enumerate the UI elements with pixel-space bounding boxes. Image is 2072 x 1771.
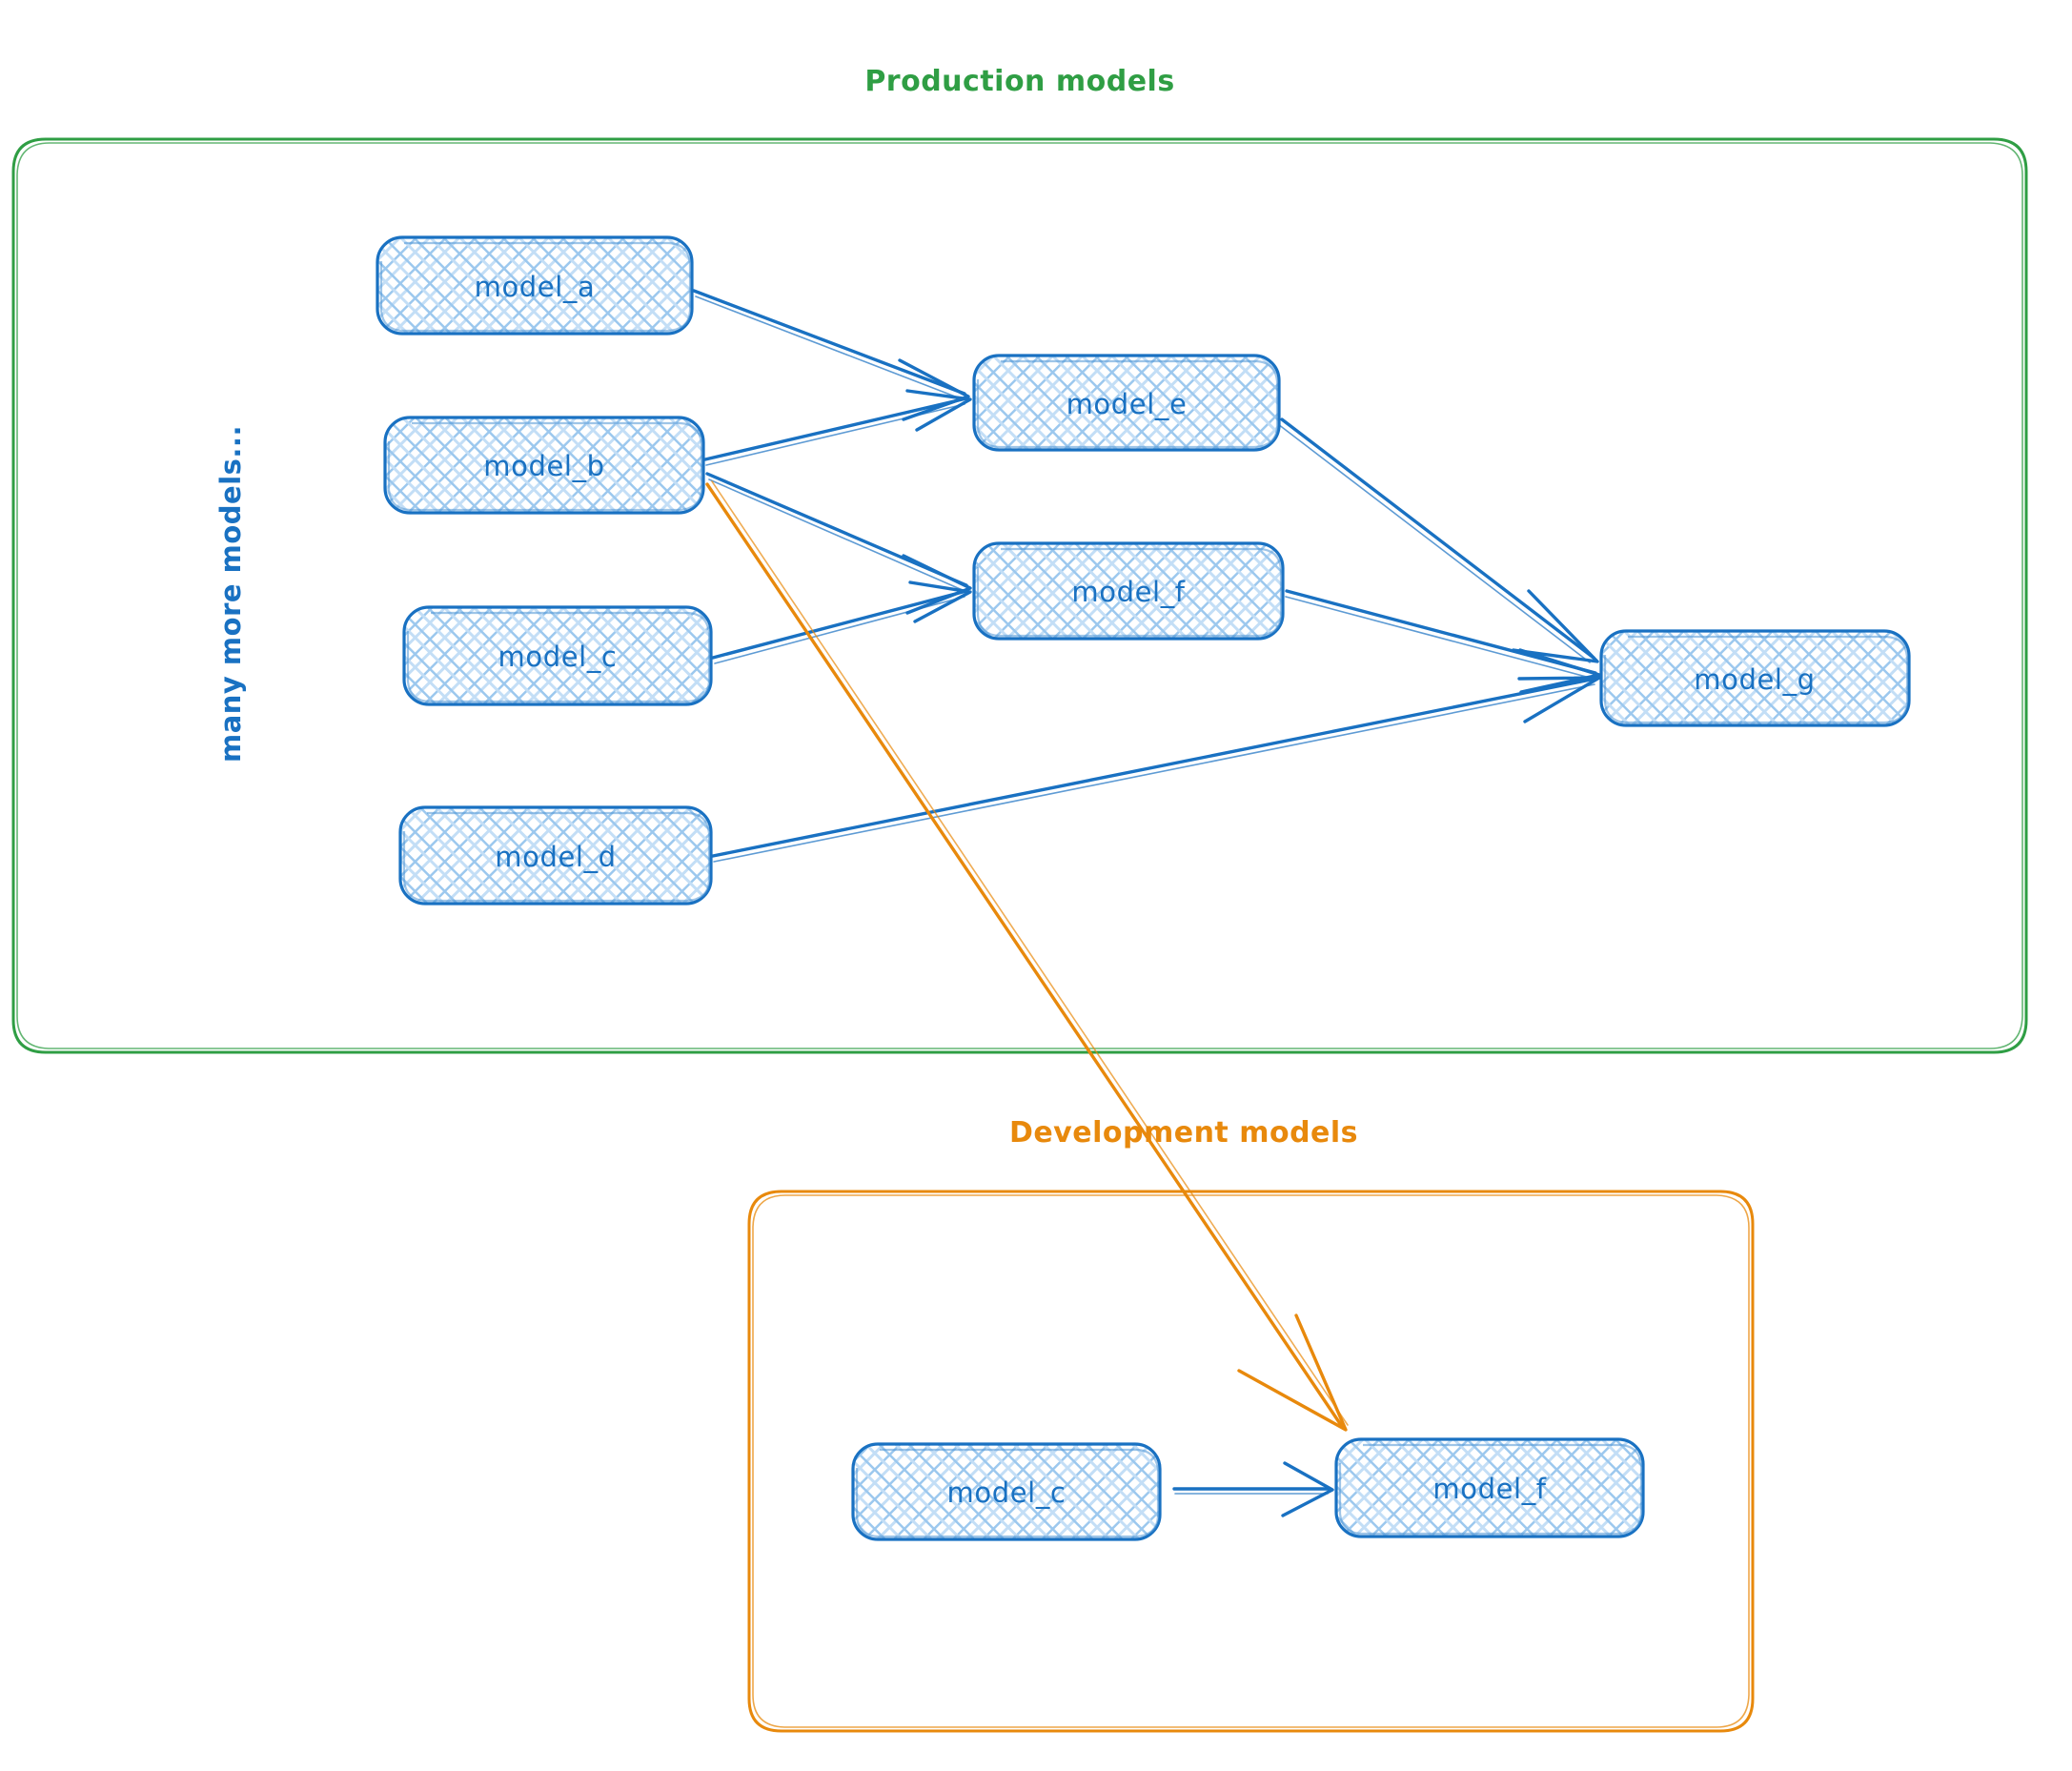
node-dev-model-c[interactable]: model_c xyxy=(851,1442,1162,1541)
node-box-sketch xyxy=(406,611,711,703)
node-label: model_a xyxy=(475,271,596,303)
node-box[interactable] xyxy=(402,605,713,706)
node-label: model_f xyxy=(1432,1473,1546,1505)
production-group-boundary-sketch xyxy=(16,142,2023,1049)
production-group-boundary xyxy=(11,137,2028,1054)
edge-dev-model-c-to-dev-model-f xyxy=(1172,1461,1334,1517)
node-prod-model-g[interactable]: model_g xyxy=(1599,629,1911,727)
node-box[interactable] xyxy=(851,1442,1162,1541)
node-prod-model-f[interactable]: model_f xyxy=(972,541,1285,641)
edge-model-b-to-model-e xyxy=(703,389,972,466)
node-prod-model-b[interactable]: model_b xyxy=(383,416,705,515)
node-box[interactable] xyxy=(1334,1437,1645,1538)
edge-model-d-to-model-g xyxy=(711,676,1601,863)
node-prod-model-e[interactable]: model_e xyxy=(972,354,1281,452)
node-prod-model-d[interactable]: model_d xyxy=(398,805,713,906)
node-box-sketch xyxy=(976,359,1279,449)
node-label: model_g xyxy=(1694,663,1815,696)
node-box[interactable] xyxy=(972,541,1285,641)
group-production: Production models xyxy=(11,65,2028,1054)
group-development: Development models xyxy=(747,1116,1755,1733)
node-box-sketch xyxy=(1603,635,1909,724)
node-box-sketch xyxy=(855,1448,1160,1538)
node-box[interactable] xyxy=(398,805,713,906)
development-group-label: Development models xyxy=(1009,1116,1358,1150)
edge-model-b-to-dev-model-f xyxy=(705,480,1349,1432)
node-prod-model-c[interactable]: model_c xyxy=(402,605,713,706)
development-group-boundary-sketch xyxy=(752,1194,1750,1728)
node-label: model_f xyxy=(1071,576,1185,608)
many-more-models-label: many more models... xyxy=(214,425,247,763)
many-more-models-label-group: many more models... xyxy=(214,425,247,763)
node-label: model_b xyxy=(483,450,604,482)
node-dev-model-f[interactable]: model_f xyxy=(1334,1437,1645,1538)
edge-model-a-to-model-e xyxy=(692,289,970,421)
production-group-label: Production models xyxy=(864,65,1174,98)
node-label: model_c xyxy=(498,641,618,673)
node-box-sketch xyxy=(387,421,703,512)
node-box[interactable] xyxy=(383,416,705,515)
node-box-sketch xyxy=(1338,1443,1643,1536)
node-label: model_e xyxy=(1066,388,1188,420)
edge-model-e-to-model-g xyxy=(1277,417,1599,663)
node-prod-model-a[interactable]: model_a xyxy=(376,235,694,336)
node-box[interactable] xyxy=(1599,629,1911,727)
node-box[interactable] xyxy=(376,235,694,336)
node-label: model_c xyxy=(947,1476,1066,1509)
node-label: model_d xyxy=(495,841,616,873)
node-box-sketch xyxy=(379,241,692,333)
edge-model-c-to-model-f xyxy=(711,580,972,664)
node-box[interactable] xyxy=(972,354,1281,452)
development-group-boundary xyxy=(747,1190,1755,1733)
edge-model-b-to-model-f xyxy=(705,472,972,615)
node-box-sketch xyxy=(976,547,1283,638)
node-box-sketch xyxy=(402,811,711,903)
edge-model-f-to-model-g xyxy=(1285,589,1601,694)
